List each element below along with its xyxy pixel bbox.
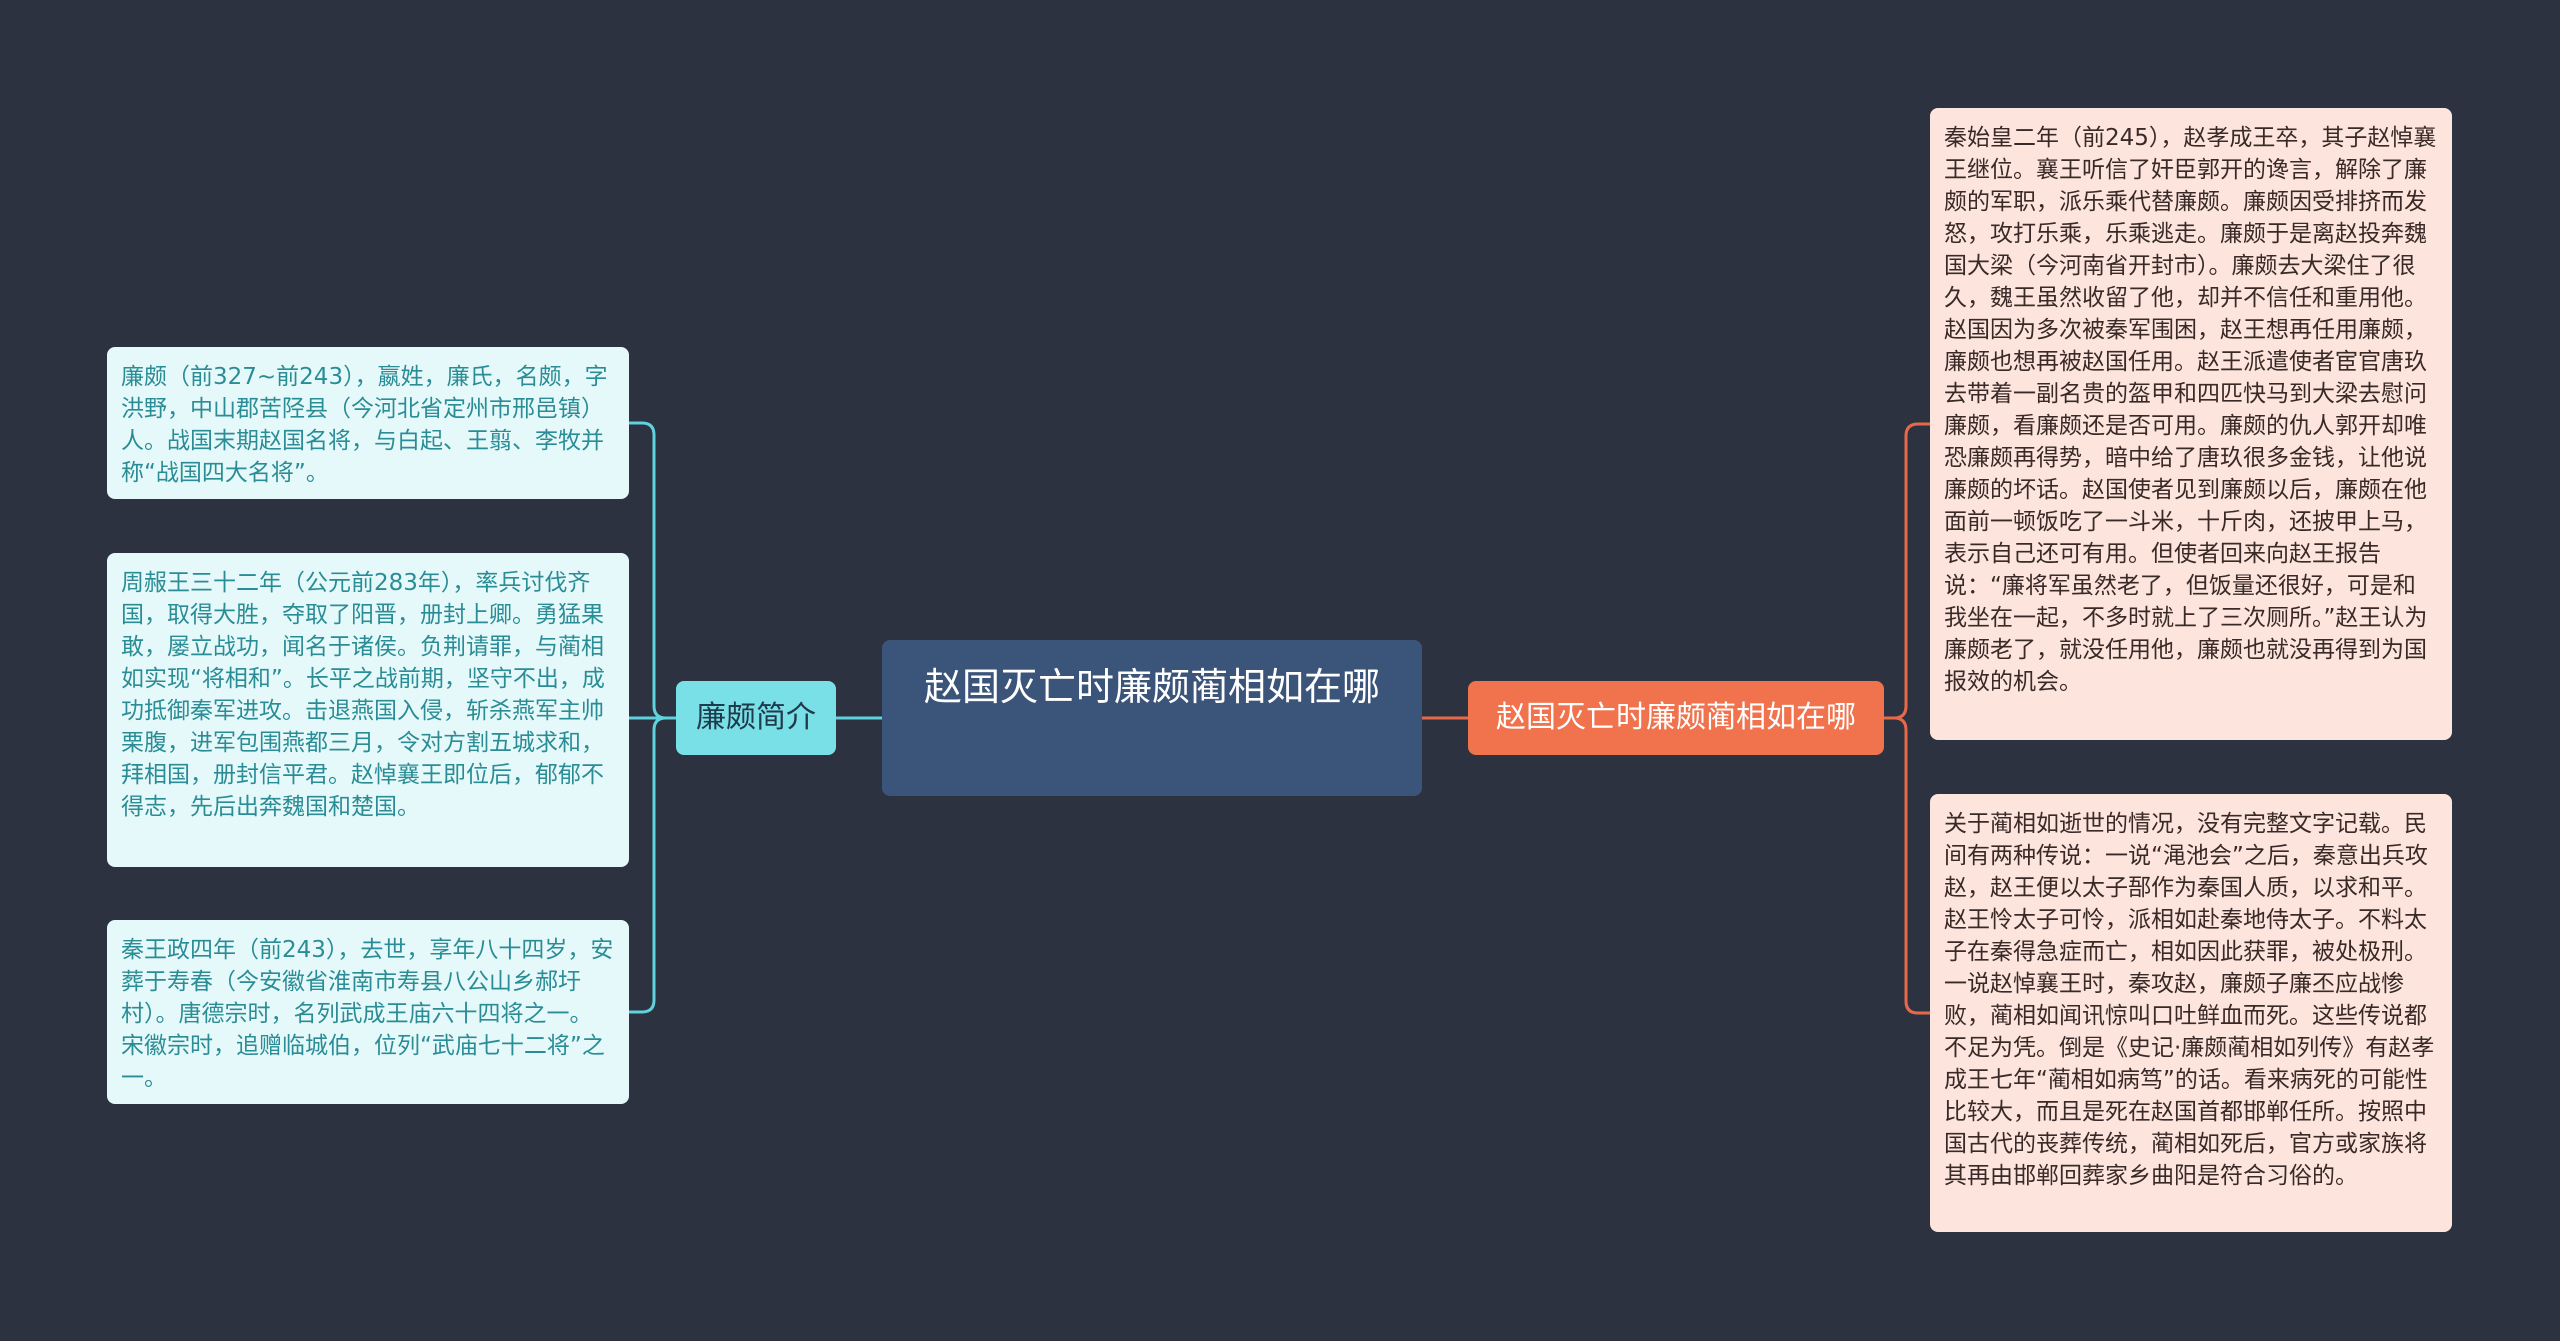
leaf-lianpo-fate-text: 秦始皇二年（前245），赵孝成王卒，其子赵悼襄王继位。襄王听信了奸臣郭开的谗言，… (1944, 125, 2437, 695)
branch-zhao-fall[interactable]: 赵国灭亡时廉颇蔺相如在哪 (1468, 681, 1884, 755)
branch-lianpo-intro-label: 廉颇简介 (696, 700, 816, 735)
leaf-lianpo-bio-text: 廉颇（前327~前243），嬴姓，廉氏，名颇，字洪野，中山郡苦陉县（今河北省定州… (121, 364, 608, 486)
leaf-lianpo-death-text: 秦王政四年（前243），去世，享年八十四岁，安葬于寿春（今安徽省淮南市寿县八公山… (121, 937, 614, 1091)
leaf-lianpo-career-text: 周赧王三十二年（公元前283年），率兵讨伐齐国，取得大胜，夺取了阳晋，册封上卿。… (121, 570, 605, 820)
leaf-lianpo-bio[interactable]: 廉颇（前327~前243），嬴姓，廉氏，名颇，字洪野，中山郡苦陉县（今河北省定州… (107, 347, 629, 499)
connector-right-leaf-1 (1884, 422, 1930, 720)
connector-left-leaf-3 (629, 716, 676, 1014)
leaf-lianpo-fate[interactable]: 秦始皇二年（前245），赵孝成王卒，其子赵悼襄王继位。襄王听信了奸臣郭开的谗言，… (1930, 108, 2452, 740)
central-topic-title: 赵国灭亡时廉颇蔺相如在哪 (923, 665, 1380, 709)
leaf-linxiangru-fate-text: 关于蔺相如逝世的情况，没有完整文字记载。民间有两种传说：一说“渑池会”之后，秦意… (1944, 811, 2435, 1189)
connector-left-leaf-1 (629, 421, 676, 720)
leaf-linxiangru-fate[interactable]: 关于蔺相如逝世的情况，没有完整文字记载。民间有两种传说：一说“渑池会”之后，秦意… (1930, 794, 2452, 1232)
leaf-lianpo-career[interactable]: 周赧王三十二年（公元前283年），率兵讨伐齐国，取得大胜，夺取了阳晋，册封上卿。… (107, 553, 629, 867)
leaf-lianpo-death[interactable]: 秦王政四年（前243），去世，享年八十四岁，安葬于寿春（今安徽省淮南市寿县八公山… (107, 920, 629, 1104)
branch-lianpo-intro[interactable]: 廉颇简介 (676, 681, 836, 755)
connector-right-leaf-2 (1884, 716, 1930, 1015)
branch-zhao-fall-label: 赵国灭亡时廉颇蔺相如在哪 (1496, 700, 1856, 735)
central-topic[interactable]: 赵国灭亡时廉颇蔺相如在哪 (882, 640, 1422, 796)
